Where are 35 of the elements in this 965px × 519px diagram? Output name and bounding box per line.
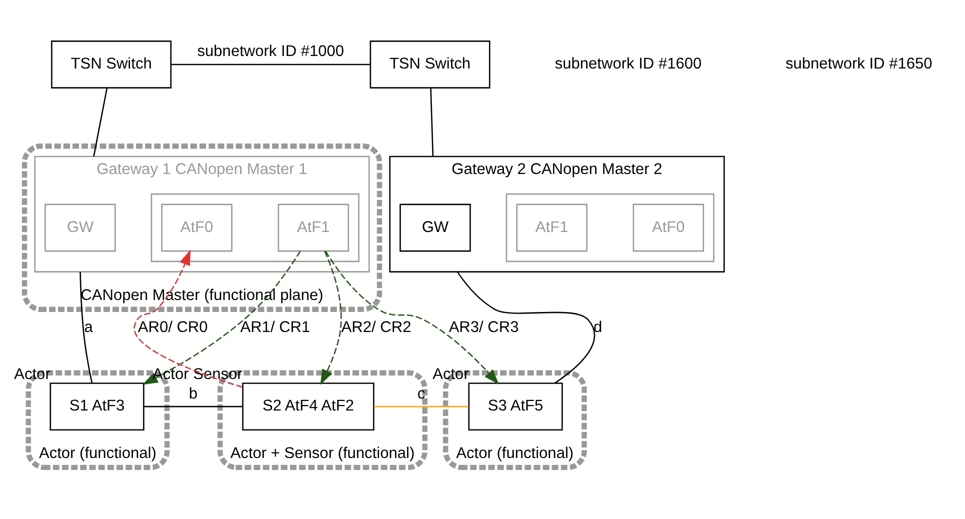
label: subnetwork ID #1650 [785,56,932,73]
node-box: AtF0 [632,204,704,252]
arrow [134,250,243,388]
connector [374,406,469,408]
edge-label: AR1/ CR1 [240,319,310,336]
arrow [142,250,301,385]
edge-label: AR0/ CR0 [138,319,208,336]
node-box: S2 AtF4 AtF2 [242,382,374,431]
edge-label: a [84,319,93,336]
edge-label: c [417,385,426,402]
cluster [150,193,360,262]
node-box: TSN Switch [51,40,172,88]
edge-label: b [188,385,198,402]
node-box: AtF0 [161,204,232,252]
edge-label: subnetwork ID #1000 [197,43,344,60]
arrow [320,250,342,385]
node-box: TSN Switch [370,40,490,88]
cluster [506,193,714,262]
edge-label: AR2/ CR2 [341,319,412,336]
connector [456,271,596,384]
connector [430,88,434,157]
connector [80,272,93,384]
arrow [325,250,500,385]
node-box: S1 AtF3 [50,382,144,431]
connector [93,88,108,157]
edge-label: d [593,319,602,336]
node-box: S3 AtF5 [468,382,563,431]
connector [171,64,370,66]
node-box: AtF1 [278,204,350,252]
node-box: AtF1 [516,204,588,252]
edge-label: AR3/ CR3 [448,319,519,336]
node-box: GW [400,204,471,252]
label: subnetwork ID #1600 [554,56,702,73]
connector [144,406,243,408]
node-box: GW [44,204,116,252]
